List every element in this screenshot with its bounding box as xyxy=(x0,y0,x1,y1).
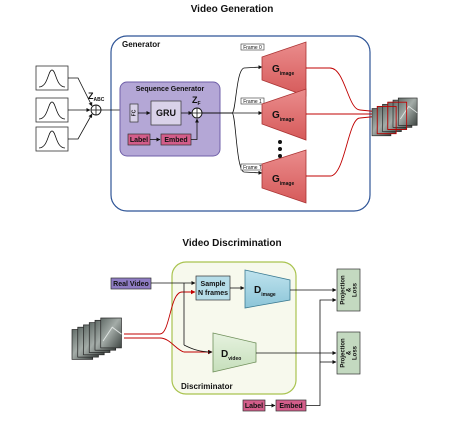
label-text-gen: Label xyxy=(130,137,148,144)
label-text-disc: Label xyxy=(245,403,263,410)
concat-node-zabc xyxy=(90,104,102,116)
g-image-label-0: Gimage xyxy=(272,64,294,77)
arrow-real-to-dvideo xyxy=(183,344,213,354)
d-image-label: Dimage xyxy=(254,285,276,298)
concat-node-zf xyxy=(191,107,203,119)
noise-distribution-c xyxy=(35,126,69,152)
d-image-block xyxy=(244,269,291,309)
g-image-block-1 xyxy=(261,88,307,141)
frame-tag-1 xyxy=(240,97,265,105)
n-frames-text: N frames xyxy=(198,290,228,297)
generated-video-frames xyxy=(371,97,418,137)
embed-text-gen: Embed xyxy=(164,137,187,144)
frame-tag-T-text: Frame T xyxy=(243,165,262,171)
d-video-label: Dvideo xyxy=(221,349,241,362)
input-video-frames xyxy=(71,317,122,360)
projection-loss-text-bottom: Projection & Loss xyxy=(341,338,359,368)
arrow-video-to-sample xyxy=(124,289,196,335)
noise-distribution-a xyxy=(35,65,69,91)
arrow-noise-a xyxy=(68,77,93,107)
arrow-embed-to-proj-top xyxy=(306,298,337,406)
sample-text: Sample xyxy=(201,281,226,288)
discrimination-title: Video Discrimination xyxy=(182,238,281,249)
arrow-gT-to-video xyxy=(306,114,381,177)
svg-text:Loss: Loss xyxy=(353,345,359,360)
projection-loss-box-bottom xyxy=(336,331,361,375)
projection-loss-box-top xyxy=(336,268,361,312)
arrow-zf-to-gT xyxy=(202,112,263,175)
svg-text:Projection: Projection xyxy=(341,275,347,305)
generation-title: Video Generation xyxy=(191,4,274,15)
sample-n-frames-box xyxy=(195,275,231,301)
z-f-label: ZF xyxy=(192,95,201,107)
frame-tag-1-text: Frame 1 xyxy=(243,99,262,105)
gru-box xyxy=(150,100,182,126)
arrow-g0-to-video xyxy=(306,67,381,114)
noise-distribution-b xyxy=(35,97,69,123)
z-abc-label: ZABC xyxy=(88,91,105,103)
svg-text:Loss: Loss xyxy=(353,282,359,297)
frame-tag-0-text: Frame 0 xyxy=(243,45,262,51)
arrow-noise-c xyxy=(68,113,93,140)
d-video-block xyxy=(212,332,257,373)
embed-text-disc: Embed xyxy=(279,403,302,410)
g-image-block-T xyxy=(261,149,307,204)
svg-text:&: & xyxy=(347,350,353,355)
frame-tag-0 xyxy=(240,43,265,51)
sequence-generator-label: Sequence Generator xyxy=(136,86,205,93)
arrow-video-to-dvideo xyxy=(124,337,213,355)
svg-text:Projection: Projection xyxy=(341,338,347,368)
projection-loss-text-top: Projection & Loss xyxy=(341,275,359,305)
ellipsis-dots xyxy=(278,140,282,158)
real-video-text: Real Video xyxy=(113,281,149,288)
real-video-box xyxy=(110,277,152,290)
arrow-embed-to-zf xyxy=(191,118,199,140)
fc-label: FC xyxy=(131,109,137,116)
gru-label: GRU xyxy=(156,108,176,118)
svg-text:&: & xyxy=(347,287,353,292)
generator-label: Generator xyxy=(122,40,160,49)
g-image-label-1: Gimage xyxy=(272,110,294,123)
g-image-label-T: Gimage xyxy=(272,174,294,187)
discriminator-label: Discriminator xyxy=(181,382,233,391)
